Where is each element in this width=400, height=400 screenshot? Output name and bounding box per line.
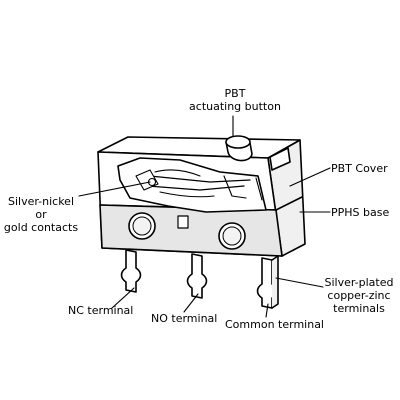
button-top (225, 135, 251, 149)
no-terminal (186, 253, 208, 299)
center-marker (177, 215, 189, 229)
label-pbt-cover: PBT Cover (331, 162, 388, 175)
leader-plated-terminals (275, 277, 324, 288)
leader-nc-terminal (111, 287, 135, 309)
cover-slot (269, 147, 291, 171)
label-common-terminal: Common terminal (225, 318, 324, 331)
label-plated-line1: Silver-plated (324, 276, 394, 289)
label-contacts-line2: or (35, 208, 47, 221)
label-pphs-base: PPHS base (331, 206, 390, 219)
label-plated-terminals: Silver-plated copper-zinc terminals (318, 276, 400, 315)
leader-no-terminal (183, 293, 199, 313)
leader-contacts (78, 181, 151, 197)
label-no-terminal: NO terminal (151, 312, 218, 325)
label-pbt-actuating-button: PBT actuating button (160, 87, 310, 113)
leader-common-terminal (265, 303, 269, 318)
label-pbt-line1: PBT (224, 87, 246, 100)
label-contacts-line3: gold contacts (3, 221, 79, 234)
label-nc-terminal: NC terminal (68, 304, 134, 317)
label-pbt-line2: actuating button (189, 100, 281, 113)
label-contacts-line1: Silver-nickel (7, 195, 75, 208)
spring-blade (149, 175, 251, 183)
nc-terminal (120, 249, 142, 293)
label-plated-line3: terminals (333, 302, 385, 315)
leader-pbt-cover (289, 167, 331, 187)
label-contacts: Silver-nickel or gold contacts (2, 195, 80, 234)
label-plated-line2: copper-zinc (327, 289, 391, 302)
